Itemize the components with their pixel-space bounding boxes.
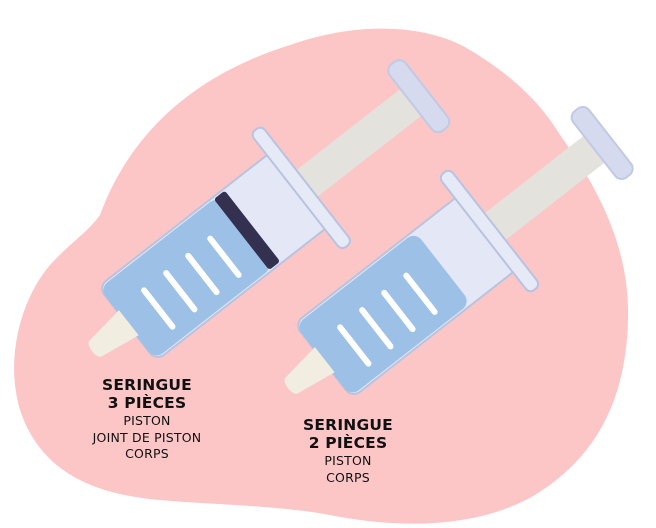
part-corps: CORPS xyxy=(268,470,428,487)
syringe-3-title-line1: SERINGUE xyxy=(62,377,232,395)
part-piston: PISTON xyxy=(62,413,232,430)
part-corps: CORPS xyxy=(62,446,232,463)
part-piston: PISTON xyxy=(268,453,428,470)
syringe-3-pieces-label: SERINGUE 3 PIÈCES PISTON JOINT DE PISTON… xyxy=(62,377,232,463)
syringe-2-pieces-label: SERINGUE 2 PIÈCES PISTON CORPS xyxy=(268,417,428,486)
part-joint-de-piston: JOINT DE PISTON xyxy=(62,430,232,447)
syringe-2-title-line1: SERINGUE xyxy=(268,417,428,435)
syringe-3-title-line2: 3 PIÈCES xyxy=(62,395,232,413)
syringe-2-title-line2: 2 PIÈCES xyxy=(268,435,428,453)
